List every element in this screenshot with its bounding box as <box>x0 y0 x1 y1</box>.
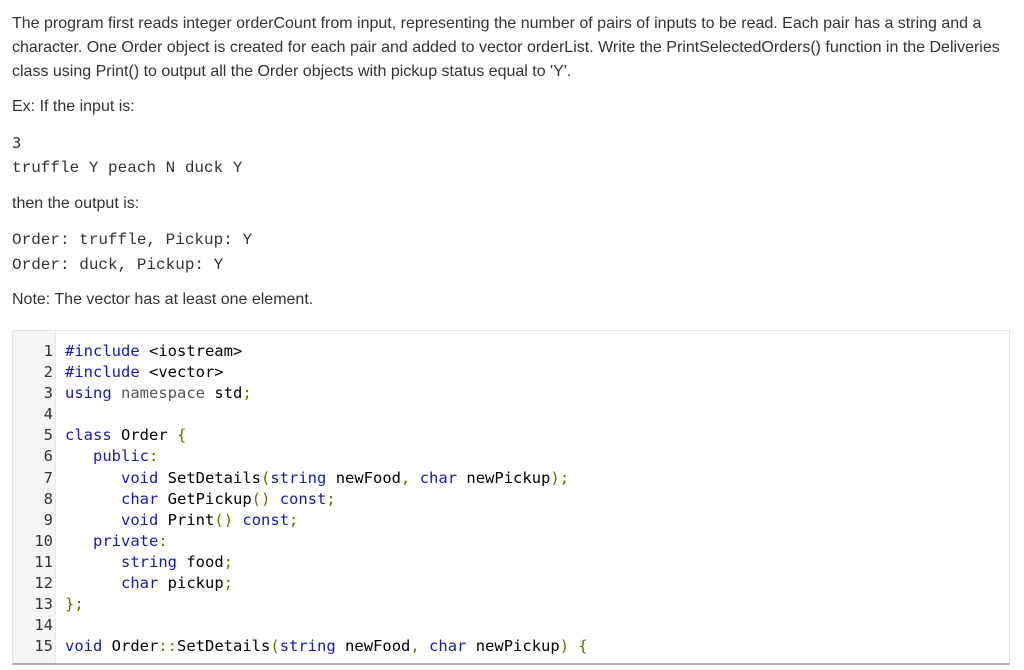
code-text[interactable]: char GetPickup() const; <box>121 489 336 508</box>
code-line-5[interactable]: 5 class Order { <box>13 425 1009 446</box>
example-label: Ex: If the input is: <box>12 98 135 115</box>
line-number: 6 <box>43 447 53 466</box>
code-line-8[interactable]: 8 char GetPickup() const; <box>13 489 1009 510</box>
line-number: 14 <box>34 616 53 635</box>
line-number: 11 <box>34 552 53 571</box>
code-line-6[interactable]: 6 public: <box>13 446 1009 467</box>
code-text[interactable]: private: <box>93 531 168 550</box>
example-output: Order: truffle, Pickup: Y Order: duck, P… <box>12 228 1007 278</box>
line-number: 1 <box>43 342 53 360</box>
code-text[interactable]: using namespace std; <box>65 384 252 403</box>
problem-intro: The program first reads integer orderCou… <box>12 15 1000 80</box>
code-line-11[interactable]: 11 string food; <box>13 552 1009 573</box>
problem-description: The program first reads integer orderCou… <box>12 12 1007 312</box>
output-label: then the output is: <box>12 195 140 212</box>
code-text[interactable]: public: <box>93 447 159 466</box>
code-text[interactable]: void Print() const; <box>121 510 299 529</box>
line-number: 13 <box>34 595 53 614</box>
line-number: 10 <box>34 531 53 550</box>
code-text[interactable]: void Order::SetDetails(string newFood, c… <box>65 637 588 656</box>
code-text[interactable]: void SetDetails(string newFood, char new… <box>121 468 570 487</box>
code-line-9[interactable]: 9 void Print() const; <box>13 510 1009 531</box>
line-number: 15 <box>34 637 53 656</box>
line-number: 2 <box>43 363 53 382</box>
code-text[interactable]: #include <vector> <box>65 363 224 382</box>
line-number: 9 <box>43 510 53 529</box>
line-number-gutter <box>13 331 56 663</box>
line-number: 4 <box>43 405 53 424</box>
code-line-12[interactable]: 12 char pickup; <box>13 573 1009 594</box>
code-line-1[interactable]: 1 #include <iostream> <box>13 341 1009 362</box>
problem-note: Note: The vector has at least one elemen… <box>12 291 314 308</box>
line-number: 12 <box>34 574 53 593</box>
line-number: 8 <box>43 489 53 508</box>
code-line-15[interactable]: 15 void Order::SetDetails(string newFood,… <box>13 636 1009 657</box>
code-line-7[interactable]: 7 void SetDetails(string newFood, char n… <box>13 468 1009 489</box>
line-number: 7 <box>43 468 53 487</box>
code-line-4[interactable]: 4 <box>13 404 1009 425</box>
example-input-line-2: truffle Y peach N duck Y <box>12 159 243 177</box>
example-input-line-1: 3 <box>12 134 22 152</box>
code-line-13[interactable]: 13}; <box>13 594 1009 615</box>
code-line-3[interactable]: 3 using namespace std; <box>13 383 1009 404</box>
line-number: 3 <box>43 384 53 403</box>
example-output-line-2: Order: duck, Pickup: Y <box>12 256 224 274</box>
code-text[interactable]: }; <box>65 595 84 614</box>
code-text[interactable]: char pickup; <box>121 574 234 593</box>
code-text[interactable]: #include <iostream> <box>65 342 243 360</box>
line-number: 5 <box>43 426 53 445</box>
code-text[interactable]: class Order { <box>65 426 187 445</box>
code-line-2[interactable]: 2 #include <vector> <box>13 362 1009 383</box>
example-output-line-1: Order: truffle, Pickup: Y <box>12 231 253 249</box>
code-line-14[interactable]: 14 <box>13 615 1009 636</box>
code-line-10[interactable]: 10 private: <box>13 531 1009 552</box>
code-text[interactable]: string food; <box>121 552 234 571</box>
example-input: 3 truffle Y peach N duck Y <box>12 131 1007 181</box>
